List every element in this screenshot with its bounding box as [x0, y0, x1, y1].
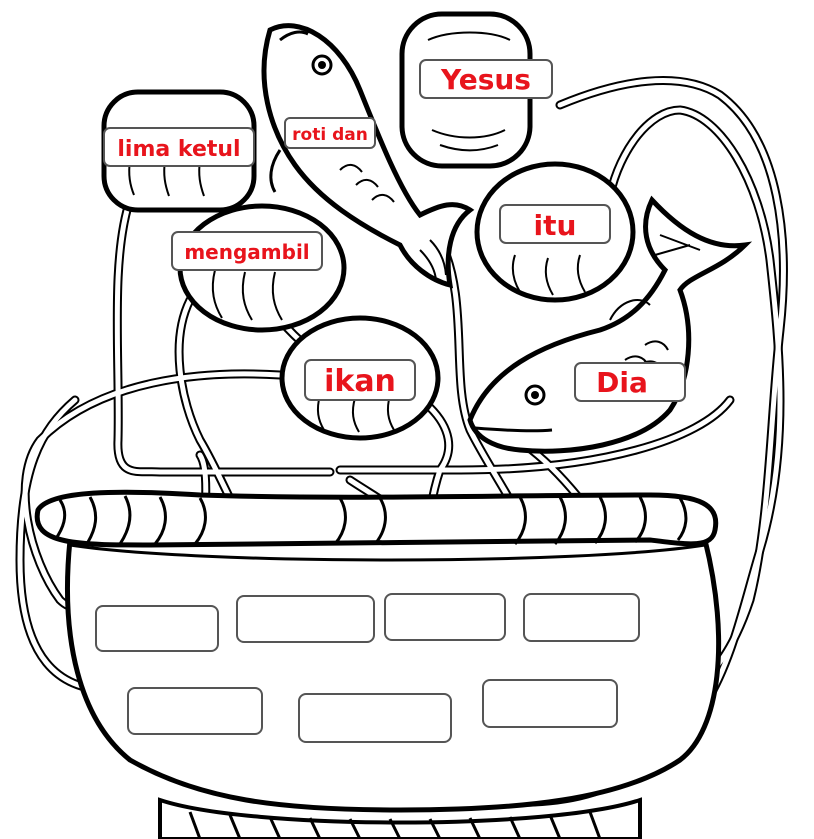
answer-box-4[interactable] [524, 594, 639, 641]
answer-box-7[interactable] [483, 680, 617, 727]
answer-box-5[interactable] [128, 688, 262, 734]
word-label-dia[interactable]: Dia [575, 363, 685, 401]
word-text-yesus: Yesus [440, 63, 531, 96]
word-text-mengambil: mengambil [184, 240, 309, 264]
answer-box-1[interactable] [96, 606, 218, 651]
word-label-roti-dan[interactable]: roti dan [285, 118, 375, 148]
word-text-lima-ketul: lima ketul [117, 137, 240, 162]
word-text-roti-dan: roti dan [292, 125, 368, 145]
answer-box-3[interactable] [385, 594, 505, 640]
word-text-ikan: ikan [324, 364, 396, 399]
word-label-mengambil[interactable]: mengambil [172, 232, 322, 270]
word-label-yesus[interactable]: Yesus [420, 60, 552, 98]
word-text-itu: itu [534, 209, 577, 242]
answer-box-2[interactable] [237, 596, 374, 642]
basket-icon [37, 492, 718, 839]
answer-box-6[interactable] [299, 694, 451, 742]
word-text-dia: Dia [596, 366, 648, 399]
word-label-lima-ketul[interactable]: lima ketul [104, 128, 254, 166]
word-label-ikan[interactable]: ikan [305, 360, 415, 400]
word-label-itu[interactable]: itu [500, 205, 610, 243]
